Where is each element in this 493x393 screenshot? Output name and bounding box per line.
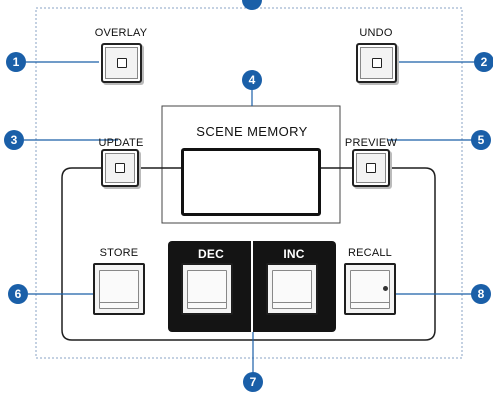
scene-memory-frame (161, 105, 341, 224)
top-indicator-dot (242, 0, 262, 10)
store-label: STORE (99, 247, 139, 259)
recall-key[interactable] (344, 263, 396, 315)
bottom-group-outline (61, 167, 436, 341)
recall-label: RECALL (348, 247, 392, 259)
update-button[interactable] (101, 149, 139, 187)
overlay-led-icon (117, 58, 127, 68)
recall-indicator-icon (383, 286, 388, 291)
callout-1: 1 (6, 52, 26, 72)
inc-key[interactable] (266, 263, 318, 315)
callout-5: 5 (471, 130, 491, 150)
callout-6: 6 (8, 284, 28, 304)
inc-label: INC (283, 247, 305, 261)
callout-4: 4 (242, 70, 262, 90)
overlay-button[interactable] (101, 43, 142, 83)
callout-7: 7 (243, 372, 263, 392)
callout-8: 8 (471, 284, 491, 304)
callout-3: 3 (4, 130, 24, 150)
preview-button[interactable] (352, 149, 390, 187)
undo-button[interactable] (356, 43, 397, 83)
undo-led-icon (372, 58, 382, 68)
undo-label: UNDO (359, 27, 393, 39)
overlay-label: OVERLAY (94, 27, 148, 39)
update-led-icon (115, 163, 125, 173)
dec-label: DEC (198, 247, 224, 261)
preview-label: PREVIEW (344, 137, 398, 149)
update-label: UPDATE (98, 137, 144, 149)
dec-key[interactable] (181, 263, 233, 315)
scene-memory-display (181, 148, 321, 216)
preview-led-icon (366, 163, 376, 173)
callout-2: 2 (474, 52, 493, 72)
store-key[interactable] (93, 263, 145, 315)
scene-memory-title: SCENE MEMORY (196, 124, 308, 139)
